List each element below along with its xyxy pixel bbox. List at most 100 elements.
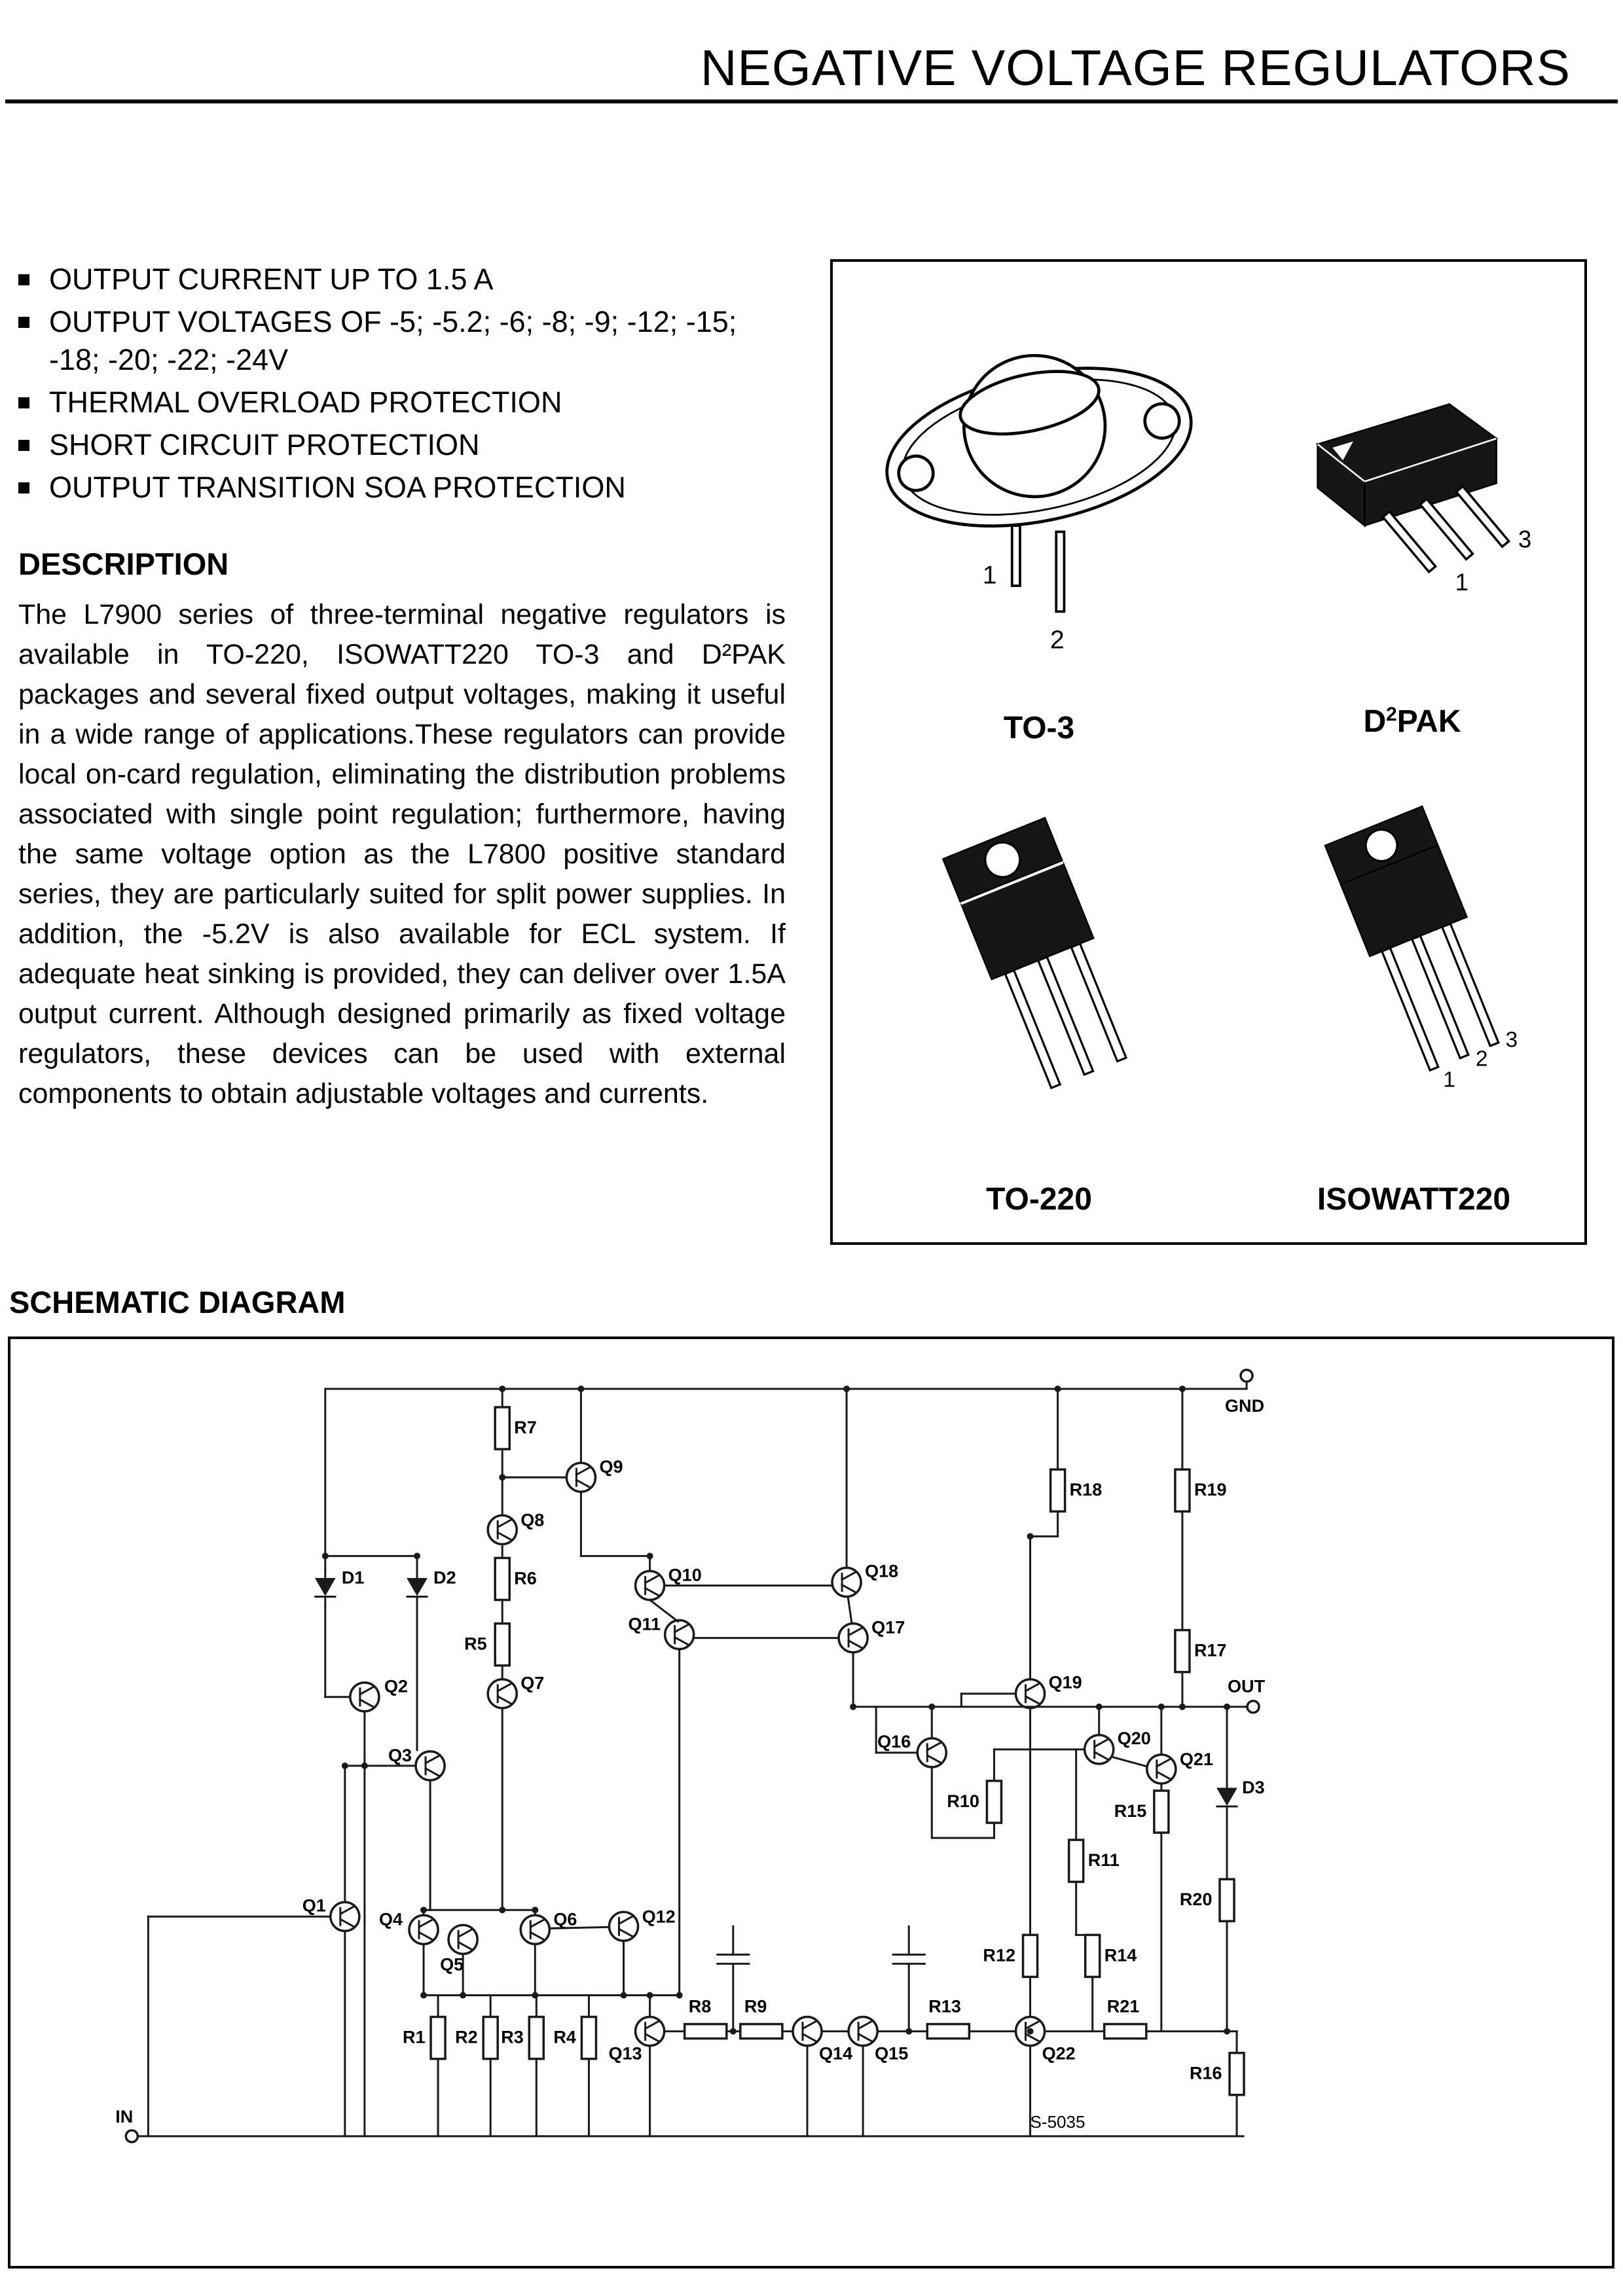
svg-text:R15: R15 (1114, 1801, 1147, 1821)
resistor-R2: R2 (455, 2015, 499, 2060)
transistor-Q20: Q20 (1083, 1729, 1151, 1765)
diode-D3: D3 (1216, 1778, 1265, 1818)
transistor-Q11: Q11 (629, 1615, 695, 1651)
svg-text:R9: R9 (744, 1997, 767, 2017)
svg-text:R5: R5 (464, 1634, 487, 1654)
feature-text: OUTPUT CURRENT UP TO 1.5 A (49, 262, 494, 296)
d2pak-lead (1418, 497, 1474, 562)
transistor-Q14: Q14 (792, 2015, 852, 2064)
feature-item: OUTPUT TRANSITION SOA PROTECTION (18, 469, 791, 507)
transistor-Q21: Q21 (1146, 1749, 1213, 1785)
svg-text:D2: D2 (433, 1568, 456, 1587)
transistor-Q1: Q1 (302, 1895, 361, 1933)
svg-text:R7: R7 (514, 1418, 537, 1437)
package-to3: 1 2 TO-3 (843, 281, 1235, 746)
bullet-square-icon (18, 317, 29, 328)
svg-text:R12: R12 (983, 1945, 1015, 1965)
terminal-in: IN (115, 2107, 139, 2144)
transistor-Q15: Q15 (847, 2015, 908, 2064)
svg-text:R3: R3 (501, 2028, 524, 2047)
svg-text:R18: R18 (1070, 1480, 1103, 1499)
to3-package-drawing: 1 2 (885, 353, 1193, 655)
svg-text:Q19: Q19 (1049, 1673, 1082, 1693)
isowatt-lead (1410, 934, 1470, 1060)
d2pak-package-drawing: 3 1 (1315, 403, 1531, 596)
transistor-Q16: Q16 (877, 1732, 948, 1768)
svg-text:D3: D3 (1242, 1778, 1265, 1797)
transistor-Q22: Q22 (1014, 2015, 1076, 2064)
svg-text:Q15: Q15 (875, 2044, 908, 2064)
svg-text:Q11: Q11 (629, 1615, 661, 1634)
svg-text:R16: R16 (1190, 2064, 1222, 2083)
package-to220: TO-220 (843, 779, 1235, 1217)
transistor-Q5: Q5 (440, 1924, 479, 1974)
svg-text:Q14: Q14 (819, 2044, 852, 2064)
package-caption-isowatt220: ISOWATT220 (1317, 1182, 1511, 1217)
svg-text:R19: R19 (1194, 1480, 1227, 1499)
to3-pin (1010, 524, 1021, 587)
resistor-R7: R7 (494, 1406, 537, 1450)
caption-part: D (1363, 704, 1387, 739)
diode-D1: D1 (314, 1568, 364, 1609)
svg-text:Q10: Q10 (668, 1565, 702, 1585)
package-drawings-box: 1 2 TO-3 3 1 D2PAK (830, 259, 1587, 1245)
svg-text:Q7: Q7 (520, 1674, 544, 1693)
svg-text:OUT: OUT (1228, 1677, 1266, 1696)
resistor-R19: R19 (1174, 1468, 1227, 1513)
isowatt-pin-label: 2 (1476, 1047, 1488, 1071)
resistor-R18: R18 (1049, 1468, 1103, 1513)
svg-text:GND: GND (1225, 1396, 1264, 1416)
terminal-out: OUT (1228, 1677, 1266, 1714)
d2pak-edge-line (1317, 443, 1366, 482)
feature-text: OUTPUT TRANSITION SOA PROTECTION (49, 471, 626, 504)
capacitor (892, 1953, 926, 1965)
svg-text:R2: R2 (455, 2028, 478, 2047)
d2pak-lead (1381, 510, 1438, 574)
transistor-Q19: Q19 (1014, 1673, 1082, 1710)
to3-can-top (958, 370, 1101, 436)
svg-text:R13: R13 (928, 1997, 961, 2017)
svg-text:Q2: Q2 (384, 1677, 408, 1696)
description-section: DESCRIPTION The L7900 series of three-te… (18, 546, 786, 1114)
resistor-R8: R8 (683, 1997, 728, 2040)
package-d2pak: 3 1 D2PAK (1255, 301, 1569, 740)
resistor-R10: R10 (947, 1780, 1003, 1824)
bullet-square-icon (18, 274, 29, 285)
svg-text:Q3: Q3 (388, 1746, 412, 1765)
transistor-Q9: Q9 (565, 1457, 623, 1493)
resistor-R4: R4 (553, 2015, 598, 2060)
package-isowatt220: 3 2 1 ISOWATT220 (1245, 779, 1582, 1217)
resistor-R21: R21 (1103, 1997, 1148, 2040)
transistor-Q12: Q12 (608, 1907, 676, 1943)
to3-pin-label: 2 (1050, 626, 1065, 655)
transistor-Q17: Q17 (837, 1618, 905, 1654)
transistor-Q10: Q10 (634, 1565, 702, 1602)
svg-text:R17: R17 (1194, 1641, 1227, 1660)
svg-text:Q5: Q5 (440, 1954, 464, 1974)
isowatt-pin-label: 1 (1443, 1067, 1455, 1092)
transistor-Q3: Q3 (388, 1746, 446, 1782)
transistor-Q4: Q4 (379, 1909, 439, 1946)
d2pak-edge-line (1364, 437, 1497, 482)
description-body: The L7900 series of three-terminal negat… (18, 599, 786, 1109)
resistor-R13: R13 (926, 1997, 971, 2040)
to3-pin-label: 1 (983, 560, 997, 589)
to220-lead (1004, 969, 1062, 1090)
resistor-R6: R6 (494, 1556, 537, 1602)
d2pak-pin-label: 1 (1455, 569, 1468, 596)
transistor-Q6: Q6 (519, 1909, 577, 1946)
to3-mounting-hole (1143, 402, 1181, 440)
svg-text:R8: R8 (689, 1997, 712, 2017)
page-title: NEGATIVE VOLTAGE REGULATORS (700, 40, 1571, 96)
feature-text: OUTPUT VOLTAGES OF -5; -5.2; -6; -8; -9;… (49, 305, 737, 376)
diode-D2: D2 (406, 1568, 456, 1609)
schematic-heading: SCHEMATIC DIAGRAM (9, 1285, 346, 1319)
to220-edge-line (960, 862, 1064, 905)
caption-superscript: 2 (1386, 704, 1397, 725)
to220-lead (1070, 942, 1128, 1063)
svg-text:Q9: Q9 (599, 1457, 623, 1477)
transistor-Q18: Q18 (831, 1561, 898, 1598)
feature-item: OUTPUT CURRENT UP TO 1.5 A (18, 260, 791, 298)
